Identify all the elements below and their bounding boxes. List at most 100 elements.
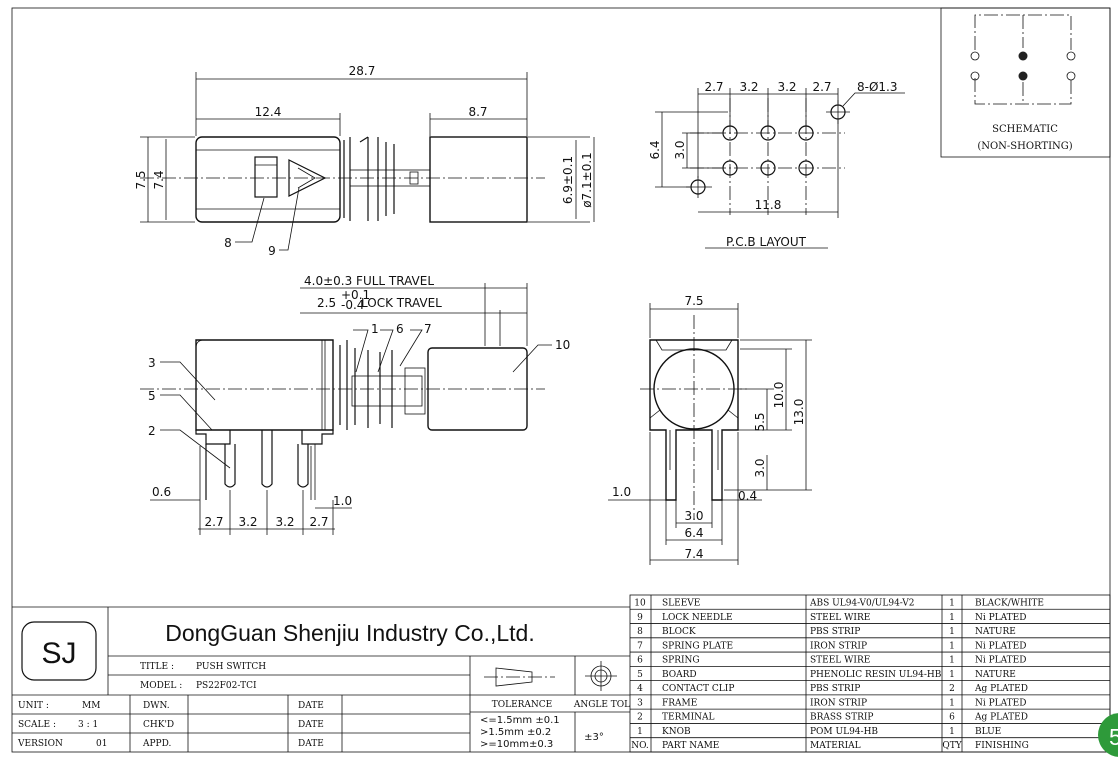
projection-symbol xyxy=(484,661,617,691)
front-dim-3-0-b: 3.0 xyxy=(684,509,703,523)
tolerance-line-1: <=1.5mm ±0.1 xyxy=(480,715,560,726)
dim-height-1: 7.5 xyxy=(134,170,148,189)
pcb-dim-h1: 6.4 xyxy=(648,140,662,159)
cell-qty: 1 xyxy=(949,670,955,680)
cell-name: TERMINAL xyxy=(662,713,714,723)
cell-material: STEEL WIRE xyxy=(810,656,870,666)
version-value: 01 xyxy=(96,739,107,749)
scale-label: SCALE : xyxy=(18,720,56,730)
cell-qty: 1 xyxy=(949,627,955,637)
dim-overall-length: 28.7 xyxy=(349,64,376,78)
title-label: TITLE : xyxy=(140,662,174,672)
cell-qty: 2 xyxy=(949,684,955,694)
side-view: 28.7 12.4 8.7 7.5 7.4 6.9±0.1 ø7.1±0.1 8… xyxy=(134,64,595,258)
schematic-box: SCHEMATIC (NON-SHORTING) xyxy=(940,7,1111,158)
sheet-border xyxy=(11,7,1111,753)
tolerance-line-3: >=10mm±0.3 xyxy=(480,739,553,750)
full-travel-label: 4.0±0.3 FULL TRAVEL xyxy=(304,274,434,288)
pin-spacing-2: 3.2 xyxy=(238,515,257,529)
unit-value: MM xyxy=(82,701,100,711)
cell-finish: Ag PLATED xyxy=(974,713,1028,723)
version-label: VERSION xyxy=(17,739,63,749)
pcb-dim-2: 3.2 xyxy=(739,80,758,94)
cell-material: PBS STRIP xyxy=(810,627,860,637)
dim-knob-diameter: ø7.1±0.1 xyxy=(580,152,594,208)
cell-name: SPRING PLATE xyxy=(662,641,733,651)
pcb-dim-width: 11.8 xyxy=(755,198,782,212)
pcb-layout-title: P.C.B LAYOUT xyxy=(726,235,807,249)
cell-qty: 1 xyxy=(949,599,955,609)
callout-6: 6 xyxy=(396,322,404,336)
chkd-label: CHK'D xyxy=(143,720,174,730)
angle-tol-label: ANGLE TOL xyxy=(573,700,630,710)
pin-spacing-1: 2.7 xyxy=(204,515,223,529)
dwn-label: DWN. xyxy=(143,701,170,711)
pcb-holes-spec: 8-Ø1.3 xyxy=(857,80,898,94)
front-dim-7-4: 7.4 xyxy=(684,547,703,561)
cell-no: 6 xyxy=(637,656,643,666)
cell-qty: 1 xyxy=(949,656,955,666)
cell-no: 8 xyxy=(637,627,643,637)
front-dim-3-0: 3.0 xyxy=(753,458,767,477)
page-badge-number: 5 xyxy=(1109,724,1118,750)
cell-name: FRAME xyxy=(662,698,697,708)
tolerance-line-2: >1.5mm ±0.2 xyxy=(480,727,551,738)
company-name: DongGuan Shenjiu Industry Co.,Ltd. xyxy=(165,620,535,646)
cell-no: 5 xyxy=(637,670,643,680)
dim-pin-width: 0.6 xyxy=(152,485,171,499)
callout-1: 1 xyxy=(371,322,379,336)
scale-value: 3 : 1 xyxy=(78,720,98,730)
cell-material: BRASS STRIP xyxy=(810,713,873,723)
cell-no: 9 xyxy=(637,613,643,623)
model-value: PS22F02-TCI xyxy=(196,681,257,691)
cell-finish: BLACK/WHITE xyxy=(975,599,1044,609)
cell-no: 3 xyxy=(637,698,643,708)
header-no: NO. xyxy=(631,741,649,751)
dim-sleeve-length: 8.7 xyxy=(468,105,487,119)
tolerance-label: TOLERANCE xyxy=(492,700,553,710)
cell-name: SLEEVE xyxy=(662,599,700,609)
cell-name: KNOB xyxy=(662,727,691,737)
header-qty: QTY xyxy=(942,741,962,751)
title-block: SJ DongGuan Shenjiu Industry Co.,Ltd. TI… xyxy=(12,606,630,752)
cell-name: CONTACT CLIP xyxy=(662,684,734,694)
front-dim-10: 10.0 xyxy=(772,382,786,409)
schematic-subtitle: (NON-SHORTING) xyxy=(977,141,1072,152)
pcb-layout: 2.7 3.2 3.2 2.7 8-Ø1.3 6.4 3.0 11.8 P.C.… xyxy=(648,80,905,249)
cell-qty: 6 xyxy=(949,713,955,723)
lock-travel-tol-upper: +0.1 xyxy=(341,288,370,302)
cell-name: SPRING xyxy=(662,656,700,666)
cell-no: 10 xyxy=(634,599,646,609)
callout-9: 9 xyxy=(268,244,276,258)
cell-finish: Ni PLATED xyxy=(975,656,1026,666)
title-value: PUSH SWITCH xyxy=(196,662,266,672)
cell-qty: 1 xyxy=(949,613,955,623)
company-logo: SJ xyxy=(41,637,76,670)
appd-label: APPD. xyxy=(142,739,172,749)
lock-travel-value: 2.5 xyxy=(317,296,336,310)
cell-material: PBS STRIP xyxy=(810,684,860,694)
pcb-dim-3: 3.2 xyxy=(777,80,796,94)
dim-pin-offset: 1.0 xyxy=(333,494,352,508)
date-label-1: DATE xyxy=(298,701,324,711)
cell-no: 1 xyxy=(637,727,643,737)
front-dim-6-4: 6.4 xyxy=(684,526,703,540)
cell-qty: 1 xyxy=(949,698,955,708)
travel-view: 4.0±0.3 FULL TRAVEL 2.5 +0.1 -0.4 LOCK T… xyxy=(140,274,570,535)
dim-sleeve-diameter: 6.9±0.1 xyxy=(561,156,575,204)
model-label: MODEL : xyxy=(140,681,182,691)
cell-material: PHENOLIC RESIN UL94-HB xyxy=(810,670,942,680)
pin-spacing-3: 3.2 xyxy=(275,515,294,529)
callout-10: 10 xyxy=(555,338,570,352)
cell-name: BLOCK xyxy=(662,627,696,637)
lock-travel-label: LOCK TRAVEL xyxy=(361,296,442,310)
front-dim-right: 0.4 xyxy=(738,489,757,503)
